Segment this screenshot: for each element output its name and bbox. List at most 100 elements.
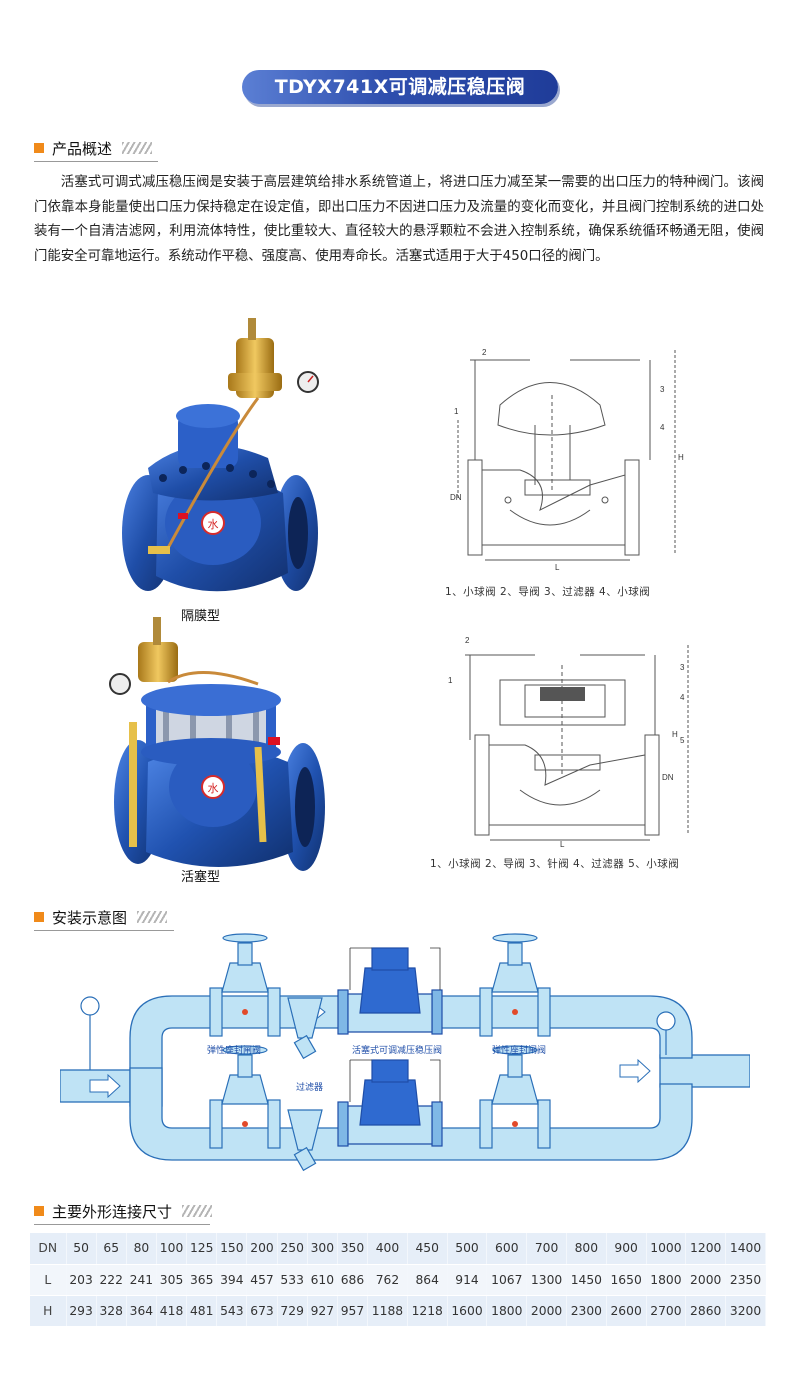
table-cell: 365 <box>186 1264 218 1296</box>
table-cell: 2000 <box>526 1295 567 1327</box>
label-filter: 过滤器 <box>296 1081 323 1093</box>
page-title: TDYX741X可调减压稳压阀 <box>242 70 558 104</box>
diaphragm-caption: 隔膜型 <box>181 609 221 624</box>
table-cell: 700 <box>526 1233 567 1265</box>
diagram2-legend: 1、小球阀 2、导阀 3、针阀 4、过滤器 5、小球阀 <box>430 858 680 870</box>
table-cell: 200 <box>246 1233 278 1265</box>
table-cell: 1800 <box>646 1264 687 1296</box>
diagram1-label-3: 3 <box>660 385 665 394</box>
row-header: H <box>30 1295 67 1327</box>
diaphragm-valve-photo: 水 <box>122 318 319 592</box>
table-cell: 100 <box>156 1233 188 1265</box>
diagram1-label-2: 2 <box>482 348 487 357</box>
table-cell: 729 <box>277 1295 308 1327</box>
diagram1-label-h: H <box>678 453 684 462</box>
installation-diagram: 弹性座封闸阀 活塞式可调减压稳压阀 弹性座封闸阀 过滤器 <box>60 933 750 1172</box>
label-reducing-valve: 活塞式可调减压稳压阀 <box>352 1044 442 1056</box>
table-cell: 50 <box>66 1233 97 1265</box>
table-cell: 150 <box>216 1233 248 1265</box>
table-cell: 610 <box>307 1264 338 1296</box>
diagram1-label-dn: DN <box>450 493 462 502</box>
table-cell: 600 <box>486 1233 528 1265</box>
table-cell: 457 <box>246 1264 278 1296</box>
table-cell: 250 <box>277 1233 308 1265</box>
bullet-square-icon <box>34 912 44 922</box>
divider <box>34 1224 210 1225</box>
section-heading-dimensions: 主要外形连接尺寸 <box>34 1200 213 1225</box>
table-cell: 241 <box>126 1264 157 1296</box>
divider <box>34 161 158 162</box>
diagram1-legend: 1、小球阀 2、导阀 3、过滤器 4、小球阀 <box>445 586 651 598</box>
table-cell: 1188 <box>367 1295 408 1327</box>
table-cell: 1800 <box>486 1295 528 1327</box>
bullet-square-icon <box>34 1206 44 1216</box>
brand-emblem: 水 <box>208 782 219 795</box>
table-cell: 481 <box>186 1295 218 1327</box>
table-cell: 543 <box>216 1295 248 1327</box>
table-cell: 328 <box>96 1295 127 1327</box>
table-cell: 2860 <box>685 1295 727 1327</box>
section-heading-text: 安装示意图 <box>52 908 128 927</box>
hatch-decoration <box>137 911 168 923</box>
diagram2-label-h: H <box>672 730 678 739</box>
table-cell: 1400 <box>725 1233 766 1265</box>
table-cell: 203 <box>66 1264 97 1296</box>
label-gate-valve-right: 弹性座封闸阀 <box>492 1044 546 1056</box>
diaphragm-valve-diagram: 1 2 3 4 DN L H <box>450 348 684 572</box>
table-cell: 293 <box>66 1295 97 1327</box>
table-cell: 125 <box>186 1233 218 1265</box>
table-cell: 762 <box>367 1264 408 1296</box>
table-cell: 222 <box>96 1264 127 1296</box>
diagram2-label-4: 4 <box>680 693 685 702</box>
diagram2-label-5: 5 <box>680 736 685 745</box>
diagram2-label-2: 2 <box>465 636 470 645</box>
table-cell: 1450 <box>566 1264 607 1296</box>
diagram1-label-1: 1 <box>454 407 459 416</box>
table-cell: 350 <box>337 1233 369 1265</box>
table-cell: 957 <box>337 1295 369 1327</box>
table-cell: 1300 <box>526 1264 567 1296</box>
piston-valve-photo: 水 <box>109 617 325 871</box>
diagram2-label-l: L <box>560 840 565 849</box>
table-cell: 914 <box>447 1264 488 1296</box>
table-cell: 800 <box>566 1233 607 1265</box>
diagram2-label-3: 3 <box>680 663 685 672</box>
table-cell: 1650 <box>606 1264 647 1296</box>
table-cell: 418 <box>156 1295 188 1327</box>
table-cell: 400 <box>367 1233 408 1265</box>
table-cell: 500 <box>447 1233 488 1265</box>
table-cell: 364 <box>126 1295 157 1327</box>
diagram2-label-1: 1 <box>448 676 453 685</box>
table-cell: 2600 <box>606 1295 647 1327</box>
table-cell: 864 <box>407 1264 448 1296</box>
row-header: DN <box>30 1233 67 1265</box>
table-cell: 65 <box>96 1233 127 1265</box>
diagram1-label-l: L <box>555 563 560 572</box>
table-cell: 3200 <box>725 1295 766 1327</box>
table-cell: 2300 <box>566 1295 607 1327</box>
piston-valve-diagram: 1 2 3 4 5 DN L H <box>448 636 689 849</box>
label-gate-valve-left: 弹性座封闸阀 <box>207 1044 261 1056</box>
diagram2-label-dn: DN <box>662 773 674 782</box>
section-heading-installation: 安装示意图 <box>34 906 174 931</box>
row-header: L <box>30 1264 67 1296</box>
hatch-decoration <box>182 1205 213 1217</box>
table-cell: 673 <box>246 1295 278 1327</box>
section-heading-overview: 产品概述 <box>34 137 158 162</box>
table-cell: 1067 <box>486 1264 528 1296</box>
table-cell: 1218 <box>407 1295 448 1327</box>
hatch-decoration <box>122 142 153 154</box>
piston-caption: 活塞型 <box>181 870 221 885</box>
table-cell: 394 <box>216 1264 248 1296</box>
table-cell: 1600 <box>447 1295 488 1327</box>
table-cell: 2350 <box>725 1264 766 1296</box>
section-heading-text: 产品概述 <box>52 139 113 158</box>
table-cell: 533 <box>277 1264 308 1296</box>
table-cell: 927 <box>307 1295 338 1327</box>
table-cell: 1200 <box>685 1233 727 1265</box>
table-cell: 900 <box>606 1233 647 1265</box>
